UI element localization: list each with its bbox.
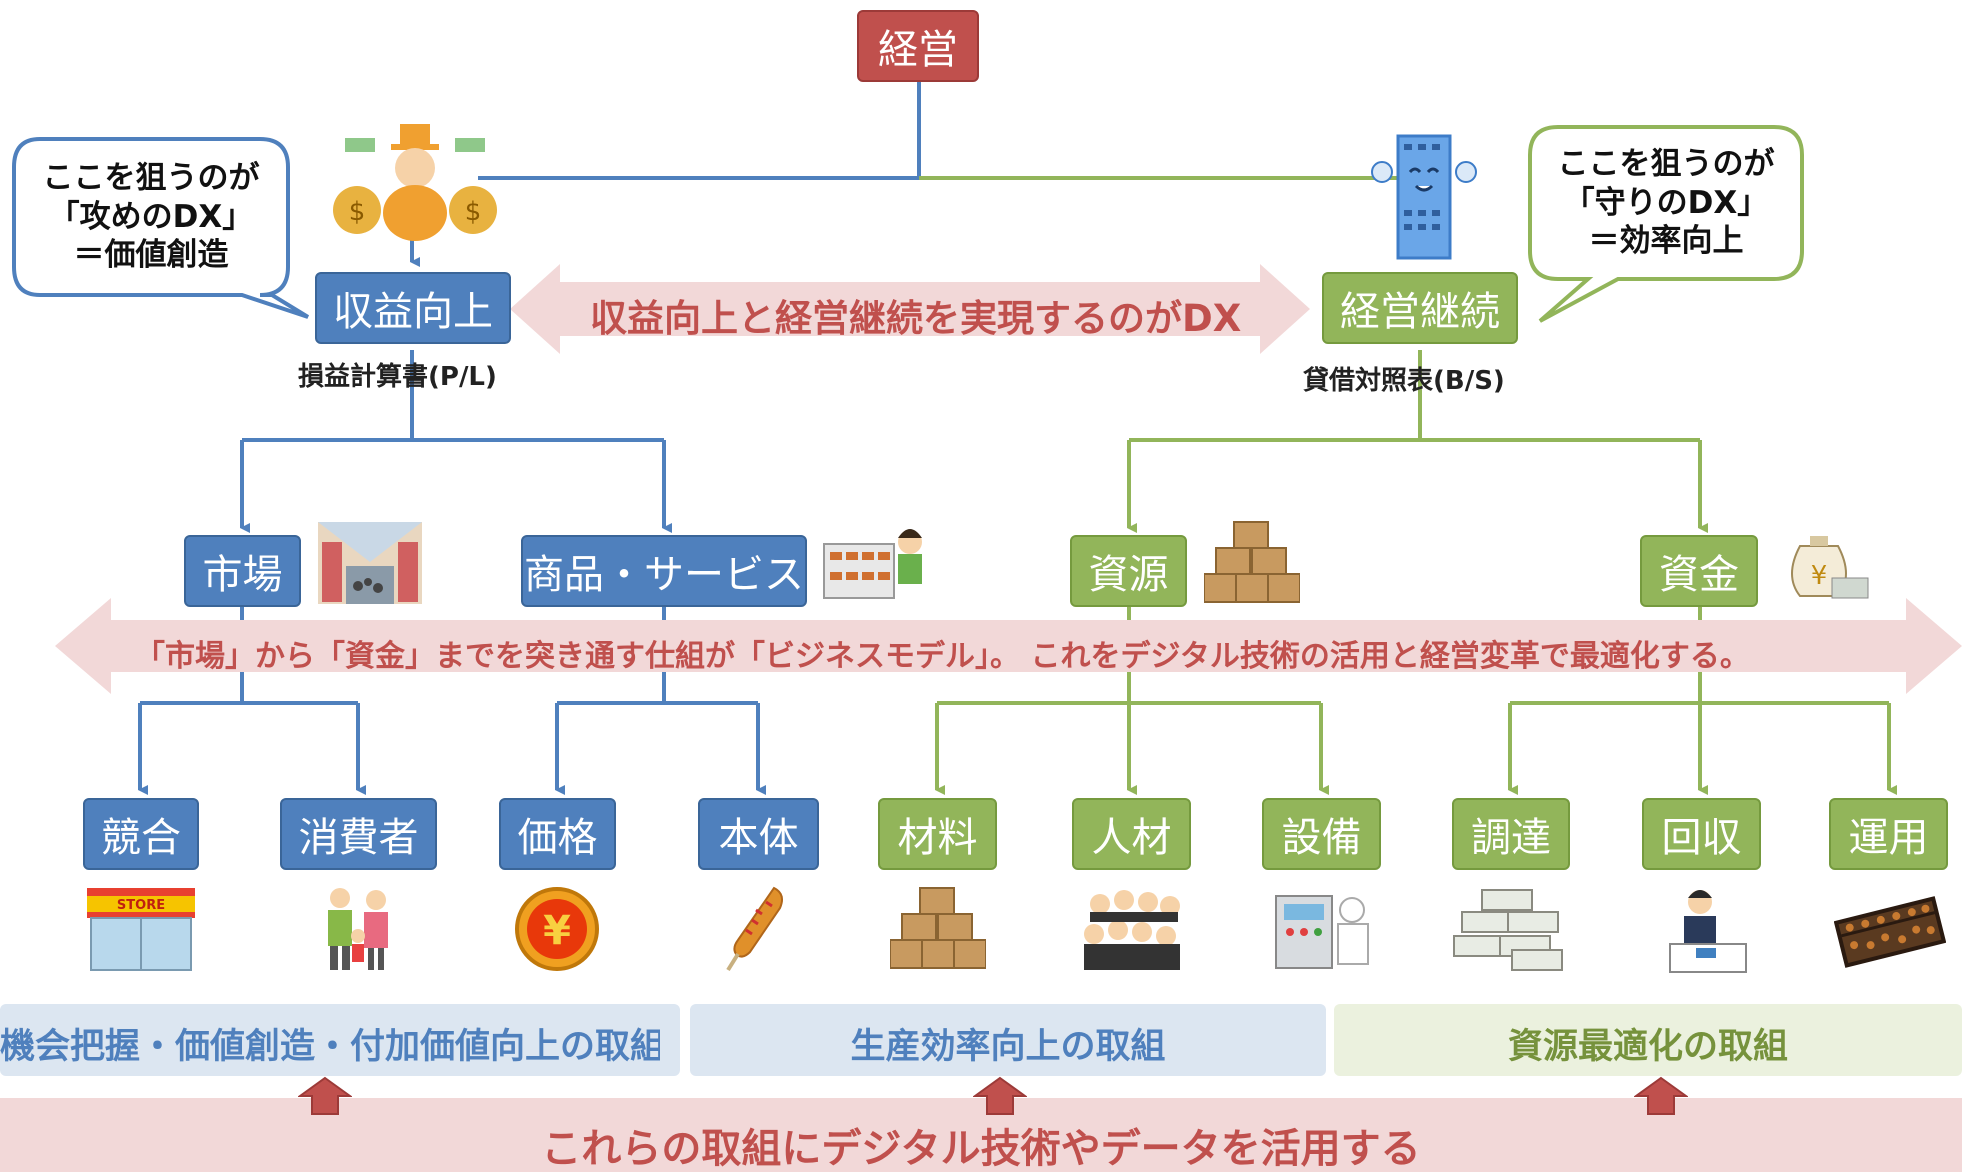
rich-man-icon: $ $ (333, 124, 497, 241)
right-bubble-line3: ＝効率向上 (1588, 223, 1744, 260)
right-bubble: ここを狙うのが 「守りのDX」 ＝効率向上 (1530, 127, 1802, 279)
boxes-icon (1204, 521, 1300, 603)
left-bubble-line3: ＝価値創造 (73, 237, 229, 274)
continuity-box: 経営継続 (1322, 272, 1518, 344)
left-bubble-line2: 「攻めのDX」 (48, 198, 254, 235)
up-arrow-right (1634, 1076, 1688, 1115)
right-bubble-shape (1528, 125, 1804, 323)
cashier-icon (1669, 890, 1747, 973)
initiative-right-text: 資源最適化の取組 (1507, 1027, 1788, 1067)
business-model-text: 「市場」から「資金」までを突き通す仕組が「ビジネスモデル」。 これをデジタル技術… (135, 639, 1750, 674)
left-bubble-line1: ここを狙うのが (42, 159, 260, 196)
procurement-box: 調達 (1452, 798, 1570, 870)
price-box: 価格 (499, 798, 616, 870)
abacus-icon (1834, 896, 1946, 968)
initiative-left-text: 機会把握・価値創造・付加価値向上の取組 (0, 1027, 660, 1067)
consumer-box: 消費者 (280, 798, 437, 870)
boxes-icon (890, 887, 986, 969)
top-connector (410, 82, 1420, 267)
crowd-icon (1084, 890, 1180, 970)
management-box: 経営 (857, 10, 979, 82)
right-bubble-line1: ここを狙うのが (1557, 145, 1775, 182)
competition-box: 競合 (83, 798, 199, 870)
smiling-building-icon (1371, 134, 1477, 260)
corn-dog-icon (726, 886, 783, 972)
material-box: 材料 (878, 798, 997, 870)
business-model-arrow (55, 598, 1962, 694)
middle-double-arrow (510, 264, 1310, 354)
bottom-banner-text: これらの取組にデジタル技術やデータを活用する (541, 1126, 1421, 1172)
svg-text:¥: ¥ (543, 908, 571, 954)
shopping-street-icon (318, 522, 422, 604)
svg-text:$: $ (465, 197, 482, 227)
product-box: 商品・サービス (521, 535, 807, 607)
operation-box: 運用 (1829, 798, 1948, 870)
body-box: 本体 (698, 798, 819, 870)
svg-text:STORE: STORE (117, 898, 165, 913)
money-bag-icon: ¥ (1791, 536, 1869, 599)
initiative-center-text: 生産効率向上の取組 (850, 1027, 1166, 1067)
people-box: 人材 (1072, 798, 1191, 870)
money-stacks-icon (1453, 889, 1563, 971)
svg-text:¥: ¥ (1811, 561, 1828, 591)
family-icon (328, 888, 388, 970)
revenue-sub: 損益計算書(P/L) (298, 362, 497, 392)
revenue-box: 収益向上 (315, 272, 511, 344)
store-icon: STORE (87, 888, 195, 971)
middle-arrow-text: 収益向上と経営継続を実現するのがDX (590, 297, 1242, 340)
resource-box: 資源 (1070, 535, 1187, 607)
yen-coin-icon: ¥ (515, 887, 599, 971)
left-bubble: ここを狙うのが 「攻めのDX」 ＝価値創造 (14, 139, 288, 295)
up-arrow-center (973, 1076, 1027, 1115)
right-bubble-line2: 「守りのDX」 (1563, 184, 1769, 221)
shop-vendor-icon (823, 529, 922, 599)
initiative-left-band (0, 1004, 680, 1076)
equipment-box: 設備 (1262, 798, 1381, 870)
left-bubble-shape (12, 137, 310, 319)
funds-box: 資金 (1640, 535, 1758, 607)
up-arrow-left (298, 1076, 352, 1115)
continuity-sub: 貸借対照表(B/S) (1303, 366, 1505, 396)
collection-box: 回収 (1642, 798, 1761, 870)
initiative-center-band (690, 1004, 1326, 1076)
initiative-right-band (1334, 1004, 1962, 1076)
factory-worker-icon (1275, 895, 1369, 969)
svg-text:$: $ (349, 197, 366, 227)
market-box: 市場 (184, 535, 301, 607)
